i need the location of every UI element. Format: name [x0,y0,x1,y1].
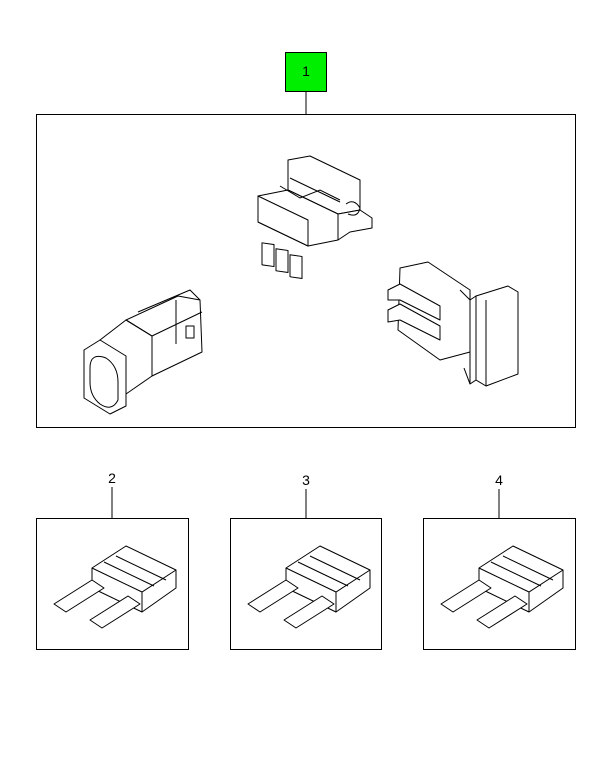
kit-frame [36,114,576,428]
callout-2-label: 2 [108,470,116,486]
callout-3-label: 3 [302,472,310,488]
callout-1-label: 1 [302,63,310,79]
mini-fuse-4 [440,545,564,629]
fuse-frame-2 [36,518,189,650]
connector-plug-2way [83,289,203,415]
callout-1-highlight[interactable]: 1 [285,52,327,92]
mini-fuse-3 [247,545,371,629]
terminal-position-assurance [387,261,519,387]
connector-housing-3way [257,155,373,279]
fuse-frame-3 [230,518,382,650]
fuse-frame-4 [423,518,576,650]
mini-fuse-2 [53,545,177,629]
callout-4-label: 4 [495,472,503,488]
